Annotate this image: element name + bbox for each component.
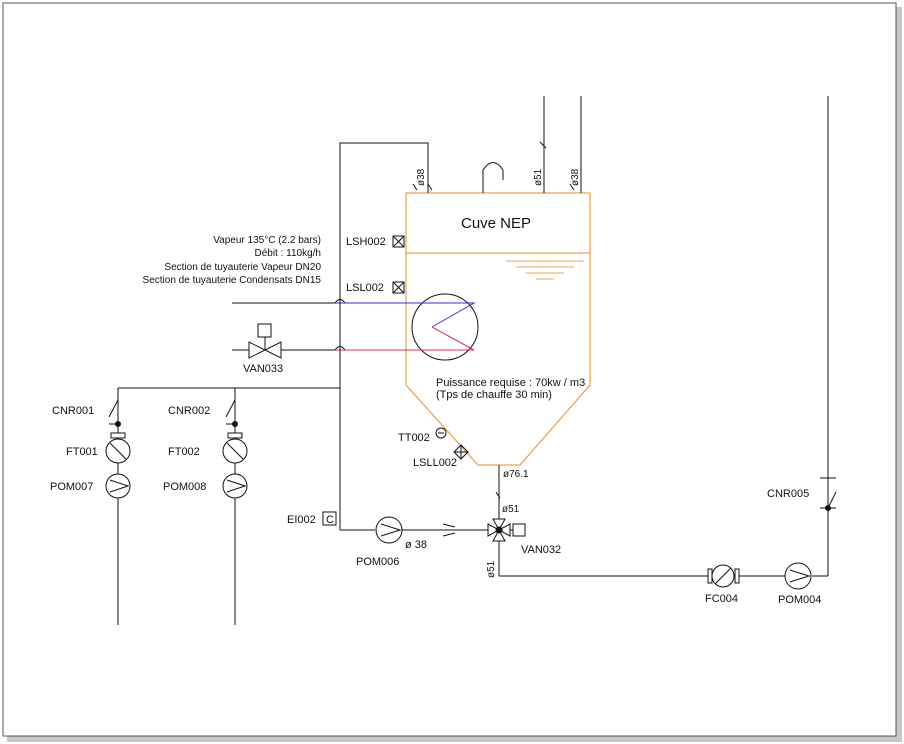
tt002-sensor[interactable]: TT002 (398, 427, 447, 444)
cnr001-label: CNR001 (52, 405, 94, 417)
steam-inlet-path (335, 302, 476, 328)
cnr005-check-valve[interactable]: CNR005 (767, 474, 837, 511)
van033-actuator (257, 323, 272, 338)
ft001-flow-transmitter[interactable]: FT001 (66, 432, 131, 464)
pom008-label: POM008 (163, 481, 206, 493)
flow-marks (412, 141, 575, 537)
pom006-pump[interactable]: POM006 (356, 516, 403, 568)
pom004-pump[interactable]: POM004 (778, 562, 821, 606)
lsl002-label: LSL002 (346, 282, 384, 294)
liquid-level-icon (506, 260, 584, 280)
pipe-size-top-mid: ø51 (533, 168, 544, 186)
van033-label: VAN033 (243, 363, 283, 375)
pipe-size-top-left: ø38 (416, 168, 427, 186)
heating-coil-circle (411, 293, 479, 361)
lsll002-label: LSLL002 (413, 457, 457, 469)
cnr001-check-valve[interactable]: CNR001 (52, 399, 121, 427)
pom004-label: POM004 (778, 594, 821, 606)
ft002-label: FT002 (168, 446, 200, 458)
ei002-box (322, 511, 337, 526)
fc004-flow-controller[interactable]: FC004 (705, 564, 740, 605)
pipe-size-valve-bottom: ø51 (486, 560, 497, 578)
tt002-icon (435, 427, 447, 439)
van032-label: VAN032 (521, 544, 561, 556)
piping (117, 96, 829, 625)
pom008-pump[interactable]: POM008 (163, 473, 248, 499)
tank-power: Puissance requise : 70kw / m3 (436, 377, 585, 389)
tank-cuve-nep[interactable]: Cuve NEP Puissance requise : 70kw / m3 (… (405, 192, 591, 466)
van033-valve[interactable]: VAN033 (243, 323, 283, 375)
lsh002-sensor[interactable]: LSH002 (346, 235, 405, 248)
pom007-label: POM007 (50, 481, 93, 493)
steam-note-4: Section de tuyauterie Condensats DN15 (143, 275, 322, 286)
van032-actuator (512, 523, 526, 537)
pipe-size-pump-line: ø 38 (405, 539, 427, 551)
cnr005-label: CNR005 (767, 488, 809, 500)
tank-title: Cuve NEP (461, 215, 531, 232)
ft001-label: FT001 (66, 446, 98, 458)
steam-note-3: Section de tuyauterie Vapeur DN20 (164, 262, 321, 273)
cnr002-check-valve[interactable]: CNR002 (168, 399, 238, 427)
pipe-size-valve-top: ø51 (502, 504, 520, 515)
lsl002-sensor[interactable]: LSL002 (346, 281, 405, 294)
fc004-label: FC004 (705, 593, 738, 605)
lsh002-label: LSH002 (346, 236, 386, 248)
ei002-indicator[interactable]: C EI002 (287, 506, 341, 530)
pom006-label: POM006 (356, 556, 399, 568)
tt002-label: TT002 (398, 432, 430, 444)
page-border (2, 2, 897, 737)
pipe-size-top-right: ø38 (570, 168, 581, 186)
tank-heat-time: (Tps de chauffe 30 min) (436, 389, 552, 401)
van032-valve[interactable]: VAN032 (487, 518, 561, 556)
tank-outline (405, 192, 591, 466)
pipe-size-tank-outlet: ø76.1 (503, 469, 529, 480)
steam-notes: Vapeur 135°C (2.2 bars) Débit : 110kg/h … (143, 235, 322, 286)
ei002-box-letter: C (326, 514, 334, 526)
steam-note-1: Vapeur 135°C (2.2 bars) (213, 235, 321, 246)
ei002-label: EI002 (287, 514, 316, 526)
lsll002-sensor[interactable]: LSLL002 (413, 444, 469, 469)
cnr002-label: CNR002 (168, 405, 210, 417)
steam-note-2: Débit : 110kg/h (254, 248, 321, 259)
heating-coil[interactable] (335, 293, 479, 361)
pom007-pump[interactable]: POM007 (50, 473, 131, 499)
condensate-outlet-path (335, 326, 475, 351)
ft002-flow-transmitter[interactable]: FT002 (168, 432, 248, 464)
